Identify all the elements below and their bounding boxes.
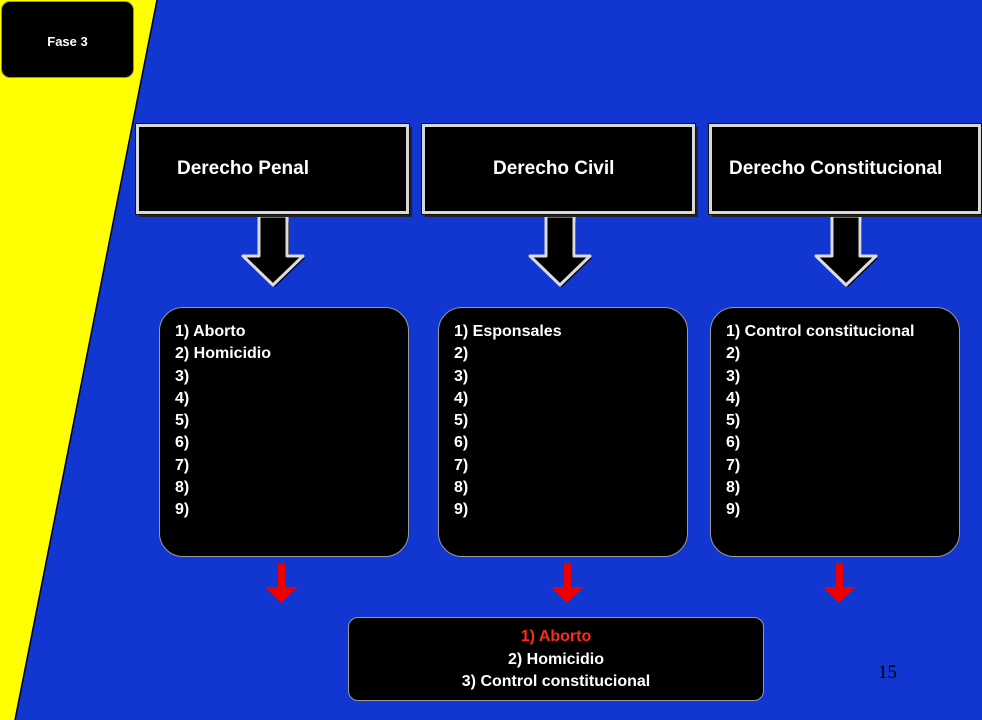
red-arrow-civil [551, 563, 584, 603]
red-arrow-penal [265, 563, 298, 603]
list-item: 9) [726, 501, 741, 519]
list-box-constitucional: 1) Control constitucional 2) 3) 4) 5) 6)… [710, 307, 960, 557]
list-item: 3) [175, 367, 190, 385]
header-derecho-civil: Derecho Civil [422, 124, 695, 214]
list-box-civil: 1) Esponsales 2) 3) 4) 5) 6) 7) 8) 9) [438, 307, 688, 557]
list-item: 4) [726, 389, 741, 407]
result-box: 1) Aborto 2) Homicidio 3) Control consti… [348, 617, 764, 701]
phase-badge: Fase 3 [1, 1, 134, 78]
list-item: 6) [454, 434, 469, 452]
list-item: 7) [175, 456, 190, 474]
page-number: 15 [878, 662, 897, 683]
result-item: 2) Homicidio [507, 650, 604, 668]
list-item: 3) [454, 367, 469, 385]
list-item: 7) [454, 456, 469, 474]
list-item: 1) Control constitucional [726, 323, 915, 340]
header-derecho-penal: Derecho Penal [136, 124, 409, 214]
list-item: 5) [175, 412, 190, 430]
list-item: 1) Esponsales [454, 323, 562, 340]
yellow-stripe [0, 0, 157, 720]
red-arrow-const [823, 563, 856, 603]
list-item: 9) [175, 501, 190, 519]
yellow-stripe-edge [14, 0, 158, 720]
list-item: 9) [454, 501, 469, 519]
list-item: 4) [175, 389, 190, 407]
block-arrow-const [814, 214, 878, 287]
header-derecho-constitucional: Derecho Constitucional [709, 124, 981, 214]
list-item: 5) [726, 412, 741, 430]
result-item-highlighted: 1) Aborto [520, 628, 592, 645]
result-item: 3) Control constitucional [461, 673, 651, 690]
list-item: 7) [726, 456, 741, 474]
list-item: 8) [454, 479, 469, 497]
list-item: 2) Homicidio [175, 345, 272, 363]
list-item: 2) [726, 345, 741, 363]
list-item: 5) [454, 412, 469, 430]
block-arrow-penal [241, 214, 305, 287]
list-item: 6) [175, 434, 190, 452]
block-arrow-civil [528, 214, 592, 287]
list-item: 6) [726, 434, 741, 452]
list-item: 3) [726, 367, 741, 385]
list-item: 1) Aborto [175, 323, 246, 340]
list-item: 4) [454, 389, 469, 407]
list-box-penal: 1) Aborto 2) Homicidio 3) 4) 5) 6) 7) 8)… [159, 307, 409, 557]
list-item: 8) [175, 479, 190, 497]
list-item: 8) [726, 479, 741, 497]
list-item: 2) [454, 345, 469, 363]
